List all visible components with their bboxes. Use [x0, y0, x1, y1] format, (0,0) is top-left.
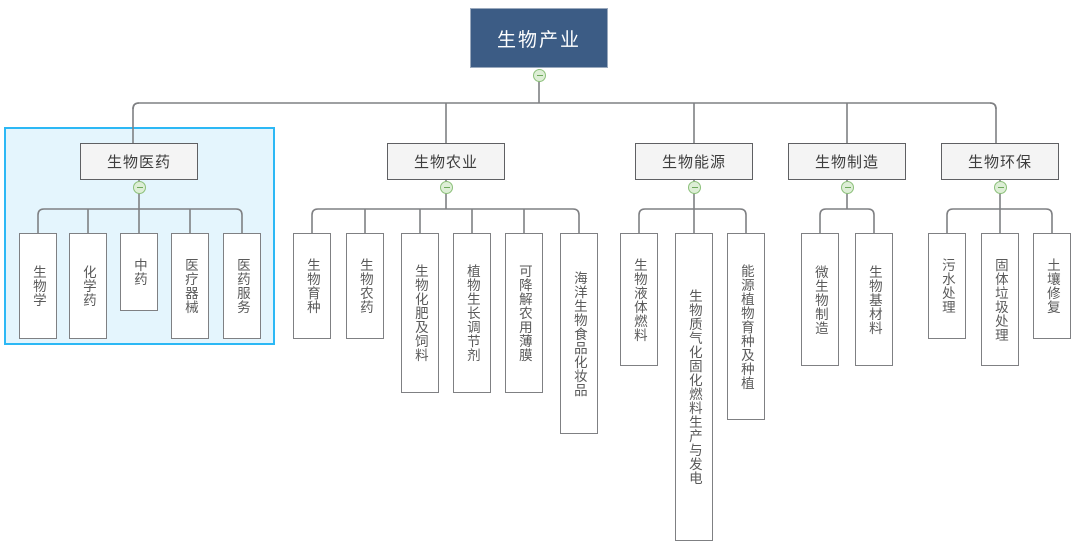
collapse-minus-icon-environment[interactable] [994, 181, 1007, 194]
node-leaf-marine-food-cosmetics[interactable]: 海洋生物食品化妆品 [560, 233, 598, 434]
node-leaf-bio-based-materials[interactable]: 生物基材料 [855, 233, 893, 366]
node-branch-manufacturing[interactable]: 生物制造 [788, 143, 906, 180]
collapse-minus-icon-energy[interactable] [688, 181, 701, 194]
node-leaf-tcm[interactable]: 中药 [120, 233, 158, 311]
node-branch-biomedicine[interactable]: 生物医药 [80, 143, 198, 180]
collapse-minus-icon-root[interactable] [533, 69, 546, 82]
node-branch-energy[interactable]: 生物能源 [635, 143, 753, 180]
node-leaf-solid-waste-treatment[interactable]: 固体垃圾处理 [981, 233, 1019, 366]
node-leaf-liquid-biofuel[interactable]: 生物液体燃料 [620, 233, 658, 366]
node-leaf-medical-device[interactable]: 医疗器械 [171, 233, 209, 339]
node-leaf-biology[interactable]: 生物学 [19, 233, 57, 339]
node-leaf-chemical-drug[interactable]: 化学药 [69, 233, 107, 339]
node-leaf-biomass-gasification-power[interactable]: 生物质气化固化燃料生产与发电 [675, 233, 713, 541]
node-leaf-bio-pesticide[interactable]: 生物农药 [346, 233, 384, 339]
node-branch-agriculture[interactable]: 生物农业 [387, 143, 505, 180]
node-leaf-bio-fertilizer-feed[interactable]: 生物化肥及饲料 [401, 233, 439, 393]
node-root[interactable]: 生物产业 [470, 8, 608, 68]
collapse-minus-icon-biomedicine[interactable] [133, 181, 146, 194]
node-leaf-plant-growth-regulator[interactable]: 植物生长调节剂 [453, 233, 491, 393]
node-branch-environment[interactable]: 生物环保 [941, 143, 1059, 180]
collapse-minus-icon-manufacturing[interactable] [841, 181, 854, 194]
node-leaf-microbial-manufacturing[interactable]: 微生物制造 [801, 233, 839, 366]
node-leaf-bio-breeding[interactable]: 生物育种 [293, 233, 331, 339]
node-leaf-wastewater-treatment[interactable]: 污水处理 [928, 233, 966, 339]
node-leaf-biodegradable-film[interactable]: 可降解农用薄膜 [505, 233, 543, 393]
node-leaf-soil-remediation[interactable]: 土壤修复 [1033, 233, 1071, 339]
node-leaf-energy-plant-breeding[interactable]: 能源植物育种及种植 [727, 233, 765, 420]
collapse-minus-icon-agriculture[interactable] [440, 181, 453, 194]
node-leaf-pharma-service[interactable]: 医药服务 [223, 233, 261, 339]
